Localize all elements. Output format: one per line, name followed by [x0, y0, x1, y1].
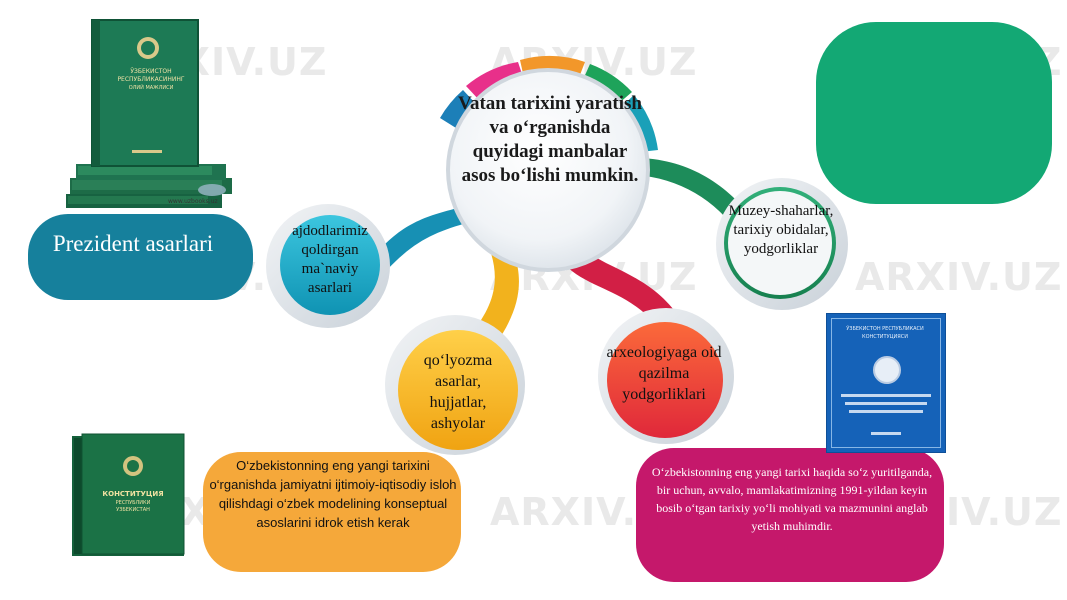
- president-books-image: ЎЗБЕКИСТОН РЕСПУБЛИКАСИНИНГ ОЛИЙ МАЖЛИСИ…: [62, 18, 232, 210]
- hub-circle: [446, 68, 650, 272]
- watermark: ARXIV.UZ: [855, 255, 1063, 299]
- hub-arc-blue: [440, 90, 476, 128]
- connector-cyan: [375, 205, 470, 272]
- blue-document-image: ЎЗБЕКИСТОН РЕСПУБЛИКАСИ КОНСТИТУЦИЯСИ: [826, 313, 946, 453]
- node-cyan: [280, 215, 380, 315]
- magenta-note-text: O‘zbekistonning eng yangi tarixi haqida …: [651, 465, 933, 533]
- prezident-label-text: Prezident asarlari: [52, 231, 214, 256]
- magenta-note: [636, 448, 944, 582]
- hub-arc-green: [582, 64, 632, 104]
- node-ajdodlar-text: ajdodlarimiz qoldirgan ma`naviy asarlari: [292, 223, 368, 296]
- blue-doc-title-2: КОНСТИТУЦИЯСИ: [862, 334, 908, 340]
- prezident-label: [28, 214, 253, 300]
- green-placeholder-box: [816, 22, 1052, 204]
- books-top-title-1: ЎЗБЕКИСТОН: [130, 68, 172, 75]
- constitution-title-2: РЕСПУБЛИКИ: [115, 500, 151, 506]
- node-red: [607, 322, 723, 438]
- constitution-title-3: УЗБЕКИСТАН: [116, 507, 150, 513]
- constitution-title-1: КОНСТИТУЦИЯ: [102, 490, 164, 498]
- books-top-title-2: РЕСПУБЛИКАСИНИНГ: [117, 76, 185, 83]
- node-arxeologiya-text: arxeologiyaga oid qazilma yodgorliklari: [606, 344, 722, 403]
- node-muzey-text: Muzey-shaharlar, tarixiy obidalar, yodgo…: [728, 203, 834, 257]
- node-yellow: [398, 330, 518, 450]
- orange-note-text: O‘zbekistonning eng yangi tarixini o‘rga…: [209, 458, 457, 530]
- books-top-title-3: ОЛИЙ МАЖЛИСИ: [128, 85, 174, 91]
- node-qolyozma-text: qo‘lyozma asarlar, hujjatlar, ashyolar: [423, 352, 493, 432]
- orange-note: [203, 452, 461, 572]
- hub-title: Vatan tarixini yaratish va o‘rganishda q…: [457, 93, 643, 186]
- constitution-book-image: КОНСТИТУЦИЯ РЕСПУБЛИКИ УЗБЕКИСТАН: [70, 432, 186, 558]
- blue-doc-title-1: ЎЗБЕКИСТОН РЕСПУБЛИКАСИ: [846, 326, 924, 332]
- books-top-site: www.uzbooks.uz: [168, 198, 218, 205]
- emblem-icon: [873, 356, 901, 384]
- hub-arc-pink: [466, 62, 524, 101]
